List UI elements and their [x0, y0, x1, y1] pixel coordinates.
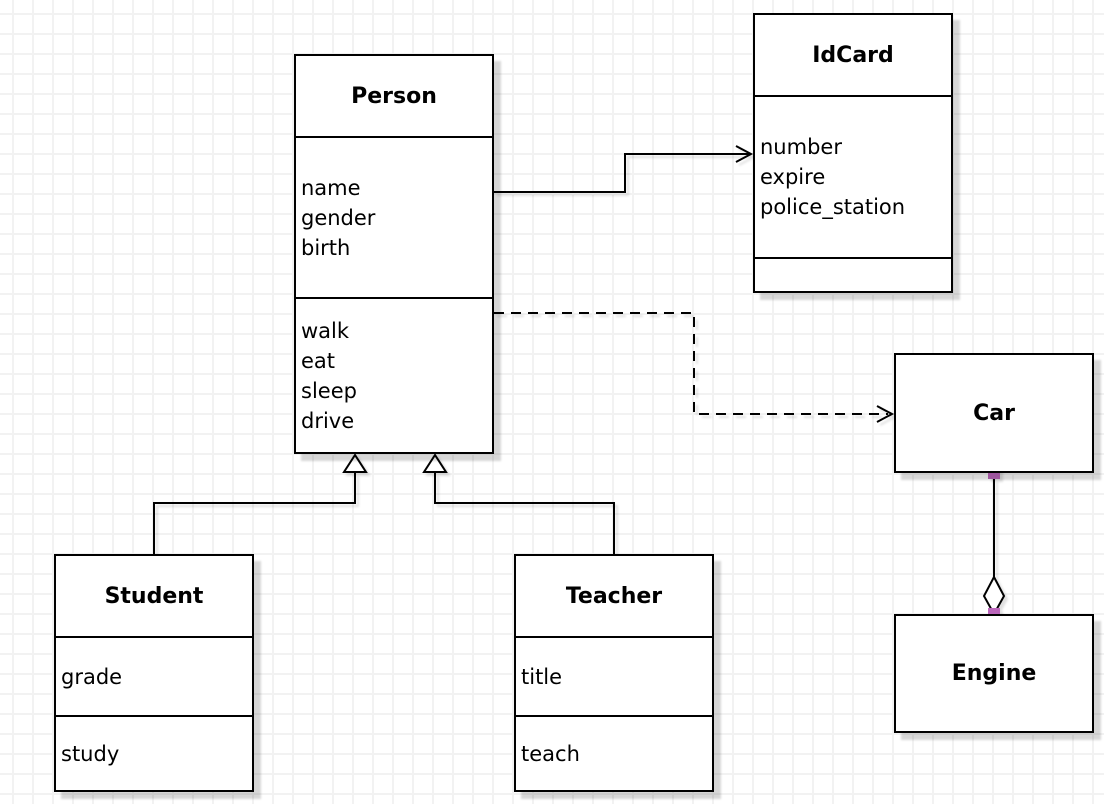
class-engine[interactable]: Engine	[894, 614, 1094, 733]
class-student-title: Student	[104, 583, 204, 609]
class-idcard-title: IdCard	[812, 42, 894, 68]
class-person-methods: walk eat sleep drive	[296, 297, 492, 452]
class-idcard-attributes: number expire police_station	[755, 95, 951, 257]
attribute-label: birth	[301, 235, 351, 260]
class-person-attributes: name gender birth	[296, 136, 492, 297]
association-line[interactable]	[494, 153, 749, 193]
hollow-triangle-icon	[422, 453, 448, 473]
edge-association-person-idcard[interactable]	[494, 145, 754, 193]
class-idcard-methods	[755, 257, 951, 291]
attribute-label: name	[301, 175, 361, 200]
class-engine-title: Engine	[951, 661, 1037, 686]
attribute-label: police_station	[760, 195, 906, 219]
class-person-title: Person	[351, 83, 437, 109]
hollow-diamond-icon	[982, 574, 1006, 617]
class-car[interactable]: Car	[894, 353, 1094, 473]
generalization-line[interactable]	[153, 472, 356, 554]
class-teacher[interactable]: Teacher title teach	[514, 554, 714, 792]
attribute-label: number	[760, 135, 842, 159]
method-label: drive	[301, 408, 355, 433]
class-teacher-title: Teacher	[565, 583, 663, 609]
class-person[interactable]: Person name gender birth walk eat sleep …	[294, 54, 494, 454]
dependency-line[interactable]	[494, 312, 888, 415]
class-student[interactable]: Student grade study	[54, 554, 254, 792]
open-arrowhead-icon	[876, 405, 895, 423]
method-label: study	[61, 741, 120, 766]
class-student-attributes: grade	[56, 636, 252, 715]
attribute-label: title	[521, 664, 563, 689]
class-car-title: Car	[973, 400, 1015, 426]
class-teacher-methods: teach	[516, 715, 712, 790]
edge-dependency-person-car[interactable]	[494, 312, 895, 423]
attribute-label: grade	[61, 664, 123, 689]
method-label: teach	[521, 741, 580, 766]
edge-aggregation-car-engine[interactable]	[982, 467, 1006, 620]
attribute-label: expire	[760, 165, 826, 189]
method-label: eat	[301, 348, 336, 373]
edge-generalization-teacher-person[interactable]	[422, 453, 615, 554]
class-teacher-attributes: title	[516, 636, 712, 715]
generalization-line[interactable]	[434, 472, 615, 554]
method-label: walk	[301, 318, 350, 343]
open-arrowhead-icon	[735, 145, 754, 163]
class-student-methods: study	[56, 715, 252, 790]
class-idcard[interactable]: IdCard number expire police_station	[753, 13, 953, 293]
attribute-label: gender	[301, 205, 376, 230]
edge-generalization-student-person[interactable]	[153, 453, 368, 554]
hollow-triangle-icon	[342, 453, 368, 473]
method-label: sleep	[301, 378, 357, 403]
